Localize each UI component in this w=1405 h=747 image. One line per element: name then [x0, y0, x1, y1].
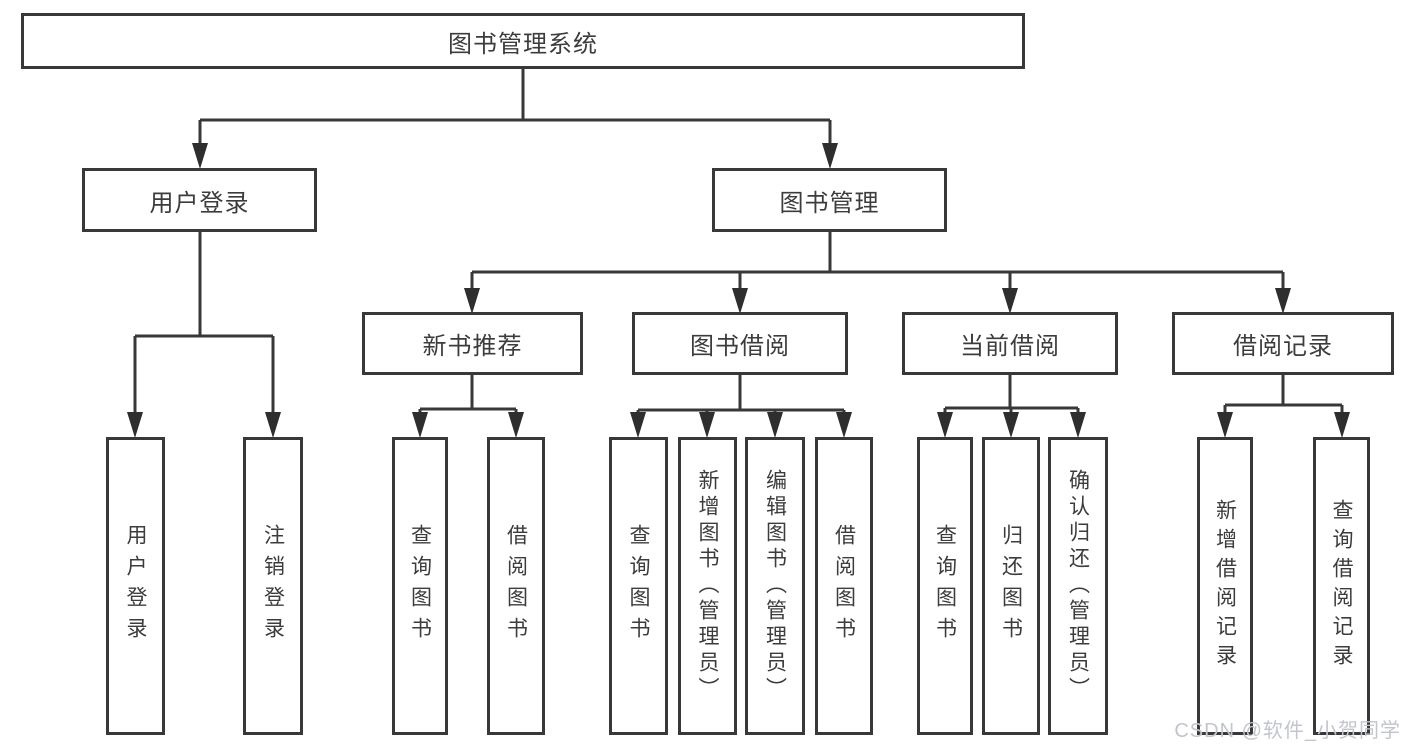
arrowhead [464, 288, 480, 314]
node-label: 当前借阅 [960, 333, 1060, 360]
leaf-query-books-recommend: 查询图书 [392, 437, 448, 735]
leaf-label: 归还图书 [999, 524, 1023, 648]
leaf-borrow-books-recommend: 借阅图书 [487, 437, 545, 735]
arrowhead [822, 143, 838, 169]
node-borrowing-records: 借阅记录 [1172, 312, 1394, 375]
leaf-label: 借阅图书 [832, 524, 856, 648]
arrowhead [937, 412, 953, 438]
leaf-logout: 注销登录 [243, 437, 303, 735]
node-label: 用户登录 [149, 189, 250, 217]
leaf-return-books: 归还图书 [982, 437, 1040, 735]
node-label: 图书借阅 [690, 333, 790, 360]
leaf-user-login: 用户登录 [106, 437, 165, 735]
leaf-query-books-borrow: 查询图书 [609, 437, 668, 735]
leaf-confirm-return-admin: 确认归还（管理员） [1048, 437, 1108, 735]
node-library-management-system: 图书管理系统 [21, 13, 1025, 69]
leaf-add-borrow-record: 新增借阅记录 [1197, 437, 1253, 735]
leaf-label: 新增借阅记录 [1213, 499, 1237, 673]
arrowhead [1275, 288, 1291, 314]
arrowhead [265, 412, 281, 438]
leaf-edit-books-admin: 编辑图书（管理员） [745, 437, 805, 735]
node-new-book-recommendation: 新书推荐 [362, 312, 583, 375]
leaf-label: 编辑图书（管理员） [763, 469, 787, 703]
leaf-label: 查询借阅记录 [1330, 499, 1353, 673]
node-user-login: 用户登录 [82, 168, 317, 232]
node-label: 图书管理 [779, 189, 880, 217]
node-label: 图书管理系统 [448, 30, 598, 58]
arrowhead [699, 412, 715, 438]
arrowhead [630, 412, 646, 438]
leaf-label: 借阅图书 [504, 524, 528, 648]
arrowhead [836, 412, 852, 438]
node-book-borrowing: 图书借阅 [632, 312, 848, 375]
leaf-borrow-books: 借阅图书 [815, 437, 873, 735]
node-label: 新书推荐 [422, 333, 523, 360]
leaf-label: 用户登录 [124, 524, 147, 648]
leaf-label: 确认归还（管理员） [1066, 469, 1090, 703]
leaf-label: 注销登录 [261, 524, 285, 648]
csdn-watermark: CSDN @软件_小贺同学 [1174, 720, 1401, 742]
arrowhead [1070, 412, 1086, 438]
leaf-label: 查询图书 [933, 524, 957, 648]
leaf-query-books-current: 查询图书 [917, 437, 973, 735]
leaf-query-borrow-record: 查询借阅记录 [1313, 437, 1370, 735]
arrowhead [508, 412, 524, 438]
leaf-add-books-admin: 新增图书（管理员） [678, 437, 737, 735]
node-book-management: 图书管理 [712, 168, 947, 232]
arrowhead [732, 288, 748, 314]
leaf-label: 新增图书（管理员） [696, 469, 719, 703]
leaf-label: 查询图书 [408, 524, 432, 648]
arrowhead [767, 412, 783, 438]
arrowhead [1217, 412, 1233, 438]
arrowhead [192, 143, 208, 169]
arrowhead [412, 412, 428, 438]
node-current-borrowing: 当前借阅 [902, 312, 1118, 375]
node-label: 借阅记录 [1233, 333, 1333, 360]
leaf-label: 查询图书 [627, 524, 650, 648]
arrowhead [1003, 412, 1019, 438]
arrowhead [1334, 412, 1350, 438]
arrowhead [1002, 288, 1018, 314]
arrowhead [127, 412, 143, 438]
